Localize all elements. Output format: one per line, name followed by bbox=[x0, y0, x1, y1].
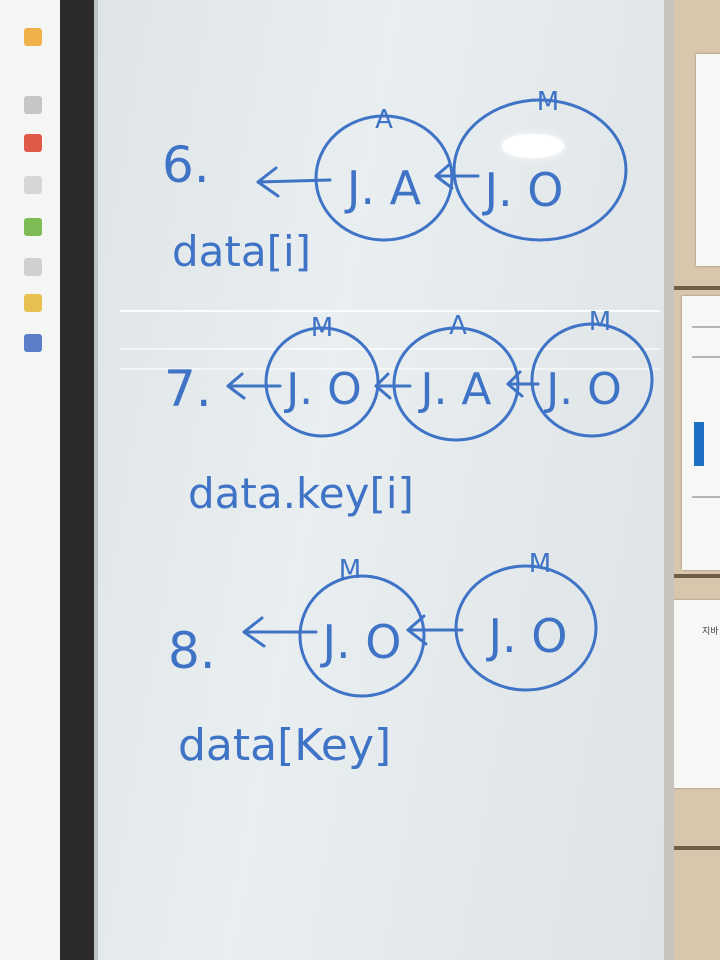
paper-line bbox=[692, 496, 720, 498]
arrow-head bbox=[226, 372, 246, 400]
node-label-top: M bbox=[537, 87, 559, 117]
wall-plank-seam bbox=[640, 846, 720, 850]
arrow-head bbox=[374, 372, 392, 400]
tool-icon bbox=[24, 96, 42, 114]
arrow bbox=[256, 178, 332, 184]
example-6-expression: data[i] bbox=[172, 227, 311, 276]
node-circle bbox=[314, 114, 454, 242]
node-text: J. O bbox=[481, 163, 563, 217]
blue-box bbox=[694, 422, 704, 466]
tool-icon bbox=[24, 134, 42, 152]
tool-icon bbox=[24, 334, 42, 352]
node-text: J. O bbox=[319, 615, 401, 669]
tool-icon bbox=[24, 294, 42, 312]
arrow-head bbox=[406, 614, 428, 646]
reflection-streak bbox=[120, 368, 660, 370]
whiteboard-frame bbox=[664, 0, 674, 960]
light-glare bbox=[502, 134, 564, 158]
arrow-head bbox=[434, 162, 454, 190]
tool-icon bbox=[24, 176, 42, 194]
reflection-streak bbox=[120, 348, 660, 350]
wall-plank-seam bbox=[640, 286, 720, 290]
node-label-top: M bbox=[339, 555, 361, 585]
node-text: J. A bbox=[417, 364, 491, 415]
node-text: J. A bbox=[344, 161, 422, 215]
tool-icon bbox=[24, 258, 42, 276]
paper-line bbox=[692, 326, 720, 328]
node-circle bbox=[298, 574, 426, 698]
arrow-head bbox=[242, 616, 266, 648]
node-label-top: M bbox=[311, 313, 333, 343]
example-7-expression: data.key[i] bbox=[188, 469, 414, 518]
paper-label: 지바 bbox=[702, 627, 719, 637]
whiteboard bbox=[98, 0, 674, 960]
node-text: J. O bbox=[283, 364, 362, 415]
reflection-streak bbox=[120, 310, 660, 312]
node-circle bbox=[454, 564, 598, 692]
wall-plank-seam bbox=[640, 574, 720, 578]
node-circle bbox=[452, 98, 628, 242]
app-icon bbox=[24, 28, 42, 46]
example-8-expression: data[Key] bbox=[178, 720, 391, 771]
node-text: J. O bbox=[543, 364, 622, 415]
example-7-number: 7. bbox=[164, 360, 212, 418]
example-8-number: 8. bbox=[168, 622, 216, 680]
wall-paper-middle bbox=[682, 296, 720, 570]
monitor-bezel bbox=[60, 0, 100, 960]
tool-icon bbox=[24, 218, 42, 236]
wall-paper-top bbox=[696, 54, 720, 266]
node-label-top: A bbox=[449, 311, 467, 341]
node-text: J. O bbox=[485, 609, 567, 663]
arrow-head bbox=[506, 370, 524, 398]
node-label-top: A bbox=[375, 105, 393, 135]
example-6-number: 6. bbox=[162, 136, 210, 194]
node-label-top: M bbox=[589, 307, 611, 337]
arrow-head bbox=[256, 166, 280, 198]
node-circle bbox=[530, 322, 654, 438]
paper-line bbox=[692, 356, 720, 358]
node-label-top: M bbox=[529, 549, 551, 579]
